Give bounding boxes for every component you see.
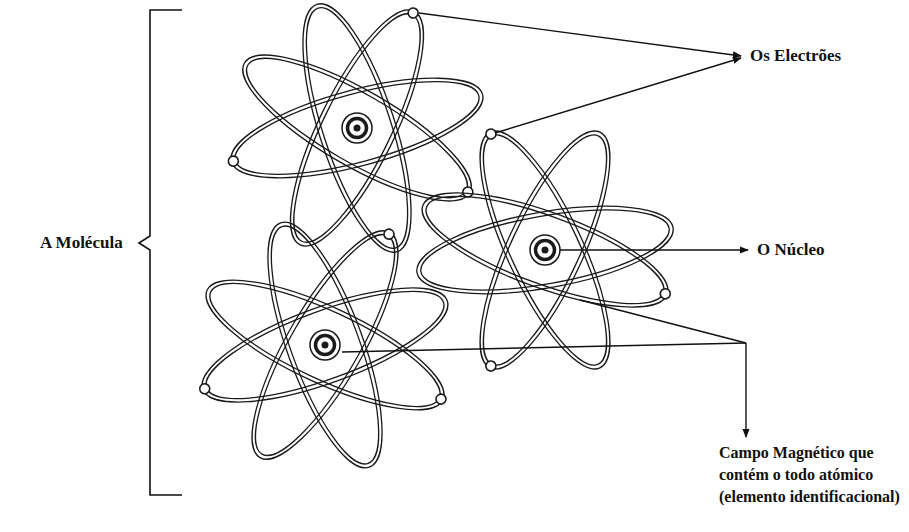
orbit: [226, 63, 487, 194]
orbit: [195, 270, 455, 420]
leader-line: [745, 343, 746, 437]
orbit: [281, 0, 434, 263]
nucleus: [542, 247, 549, 254]
electron: [198, 382, 211, 395]
leader-line: [580, 300, 746, 343]
orbit: [196, 261, 453, 429]
nucleus: [348, 119, 367, 138]
nucleus: [536, 241, 555, 260]
leader-line: [342, 343, 746, 352]
illustration-part: [454, 113, 634, 383]
electron: [434, 392, 447, 405]
illustration-part: [219, 58, 493, 199]
leader-line: [560, 249, 748, 250]
illustration-part: [227, 211, 424, 477]
molecule-bracket: [139, 10, 182, 495]
orbit: [231, 36, 483, 221]
orbit: [271, 0, 443, 256]
callout-label: Campo Magnético que contém o todo atómic…: [719, 442, 905, 508]
electron: [227, 155, 239, 167]
illustration-part: [225, 30, 491, 227]
electron: [406, 6, 419, 19]
electron: [484, 127, 497, 140]
orbit: [227, 213, 423, 476]
callout-label: A Molécula: [40, 232, 123, 254]
illustration-part: [266, 0, 450, 262]
callout-label: O Núcleo: [757, 239, 825, 261]
leader-line: [419, 13, 741, 56]
orbit: [286, 0, 429, 258]
callout-label: Os Electrões: [750, 45, 841, 67]
electron: [659, 287, 672, 300]
orbit: [222, 58, 493, 199]
orbit: [250, 215, 400, 475]
orbit: [233, 219, 418, 471]
illustration-part: [191, 256, 461, 436]
orbit: [266, 0, 448, 262]
illustration-part: [281, 0, 434, 263]
nucleus: [322, 342, 329, 349]
nucleus: [316, 336, 335, 355]
nucleus: [530, 235, 560, 265]
leader-line: [495, 58, 741, 133]
nucleus: [342, 113, 372, 143]
nucleus: [354, 125, 361, 132]
nucleus: [310, 330, 340, 360]
atom: [219, 0, 493, 263]
electron: [382, 227, 396, 241]
orbit: [190, 265, 460, 425]
electron: [484, 359, 497, 372]
orbit: [245, 210, 405, 480]
illustration-part: [245, 210, 405, 480]
atom: [187, 210, 462, 480]
illustration-part: [187, 265, 460, 426]
